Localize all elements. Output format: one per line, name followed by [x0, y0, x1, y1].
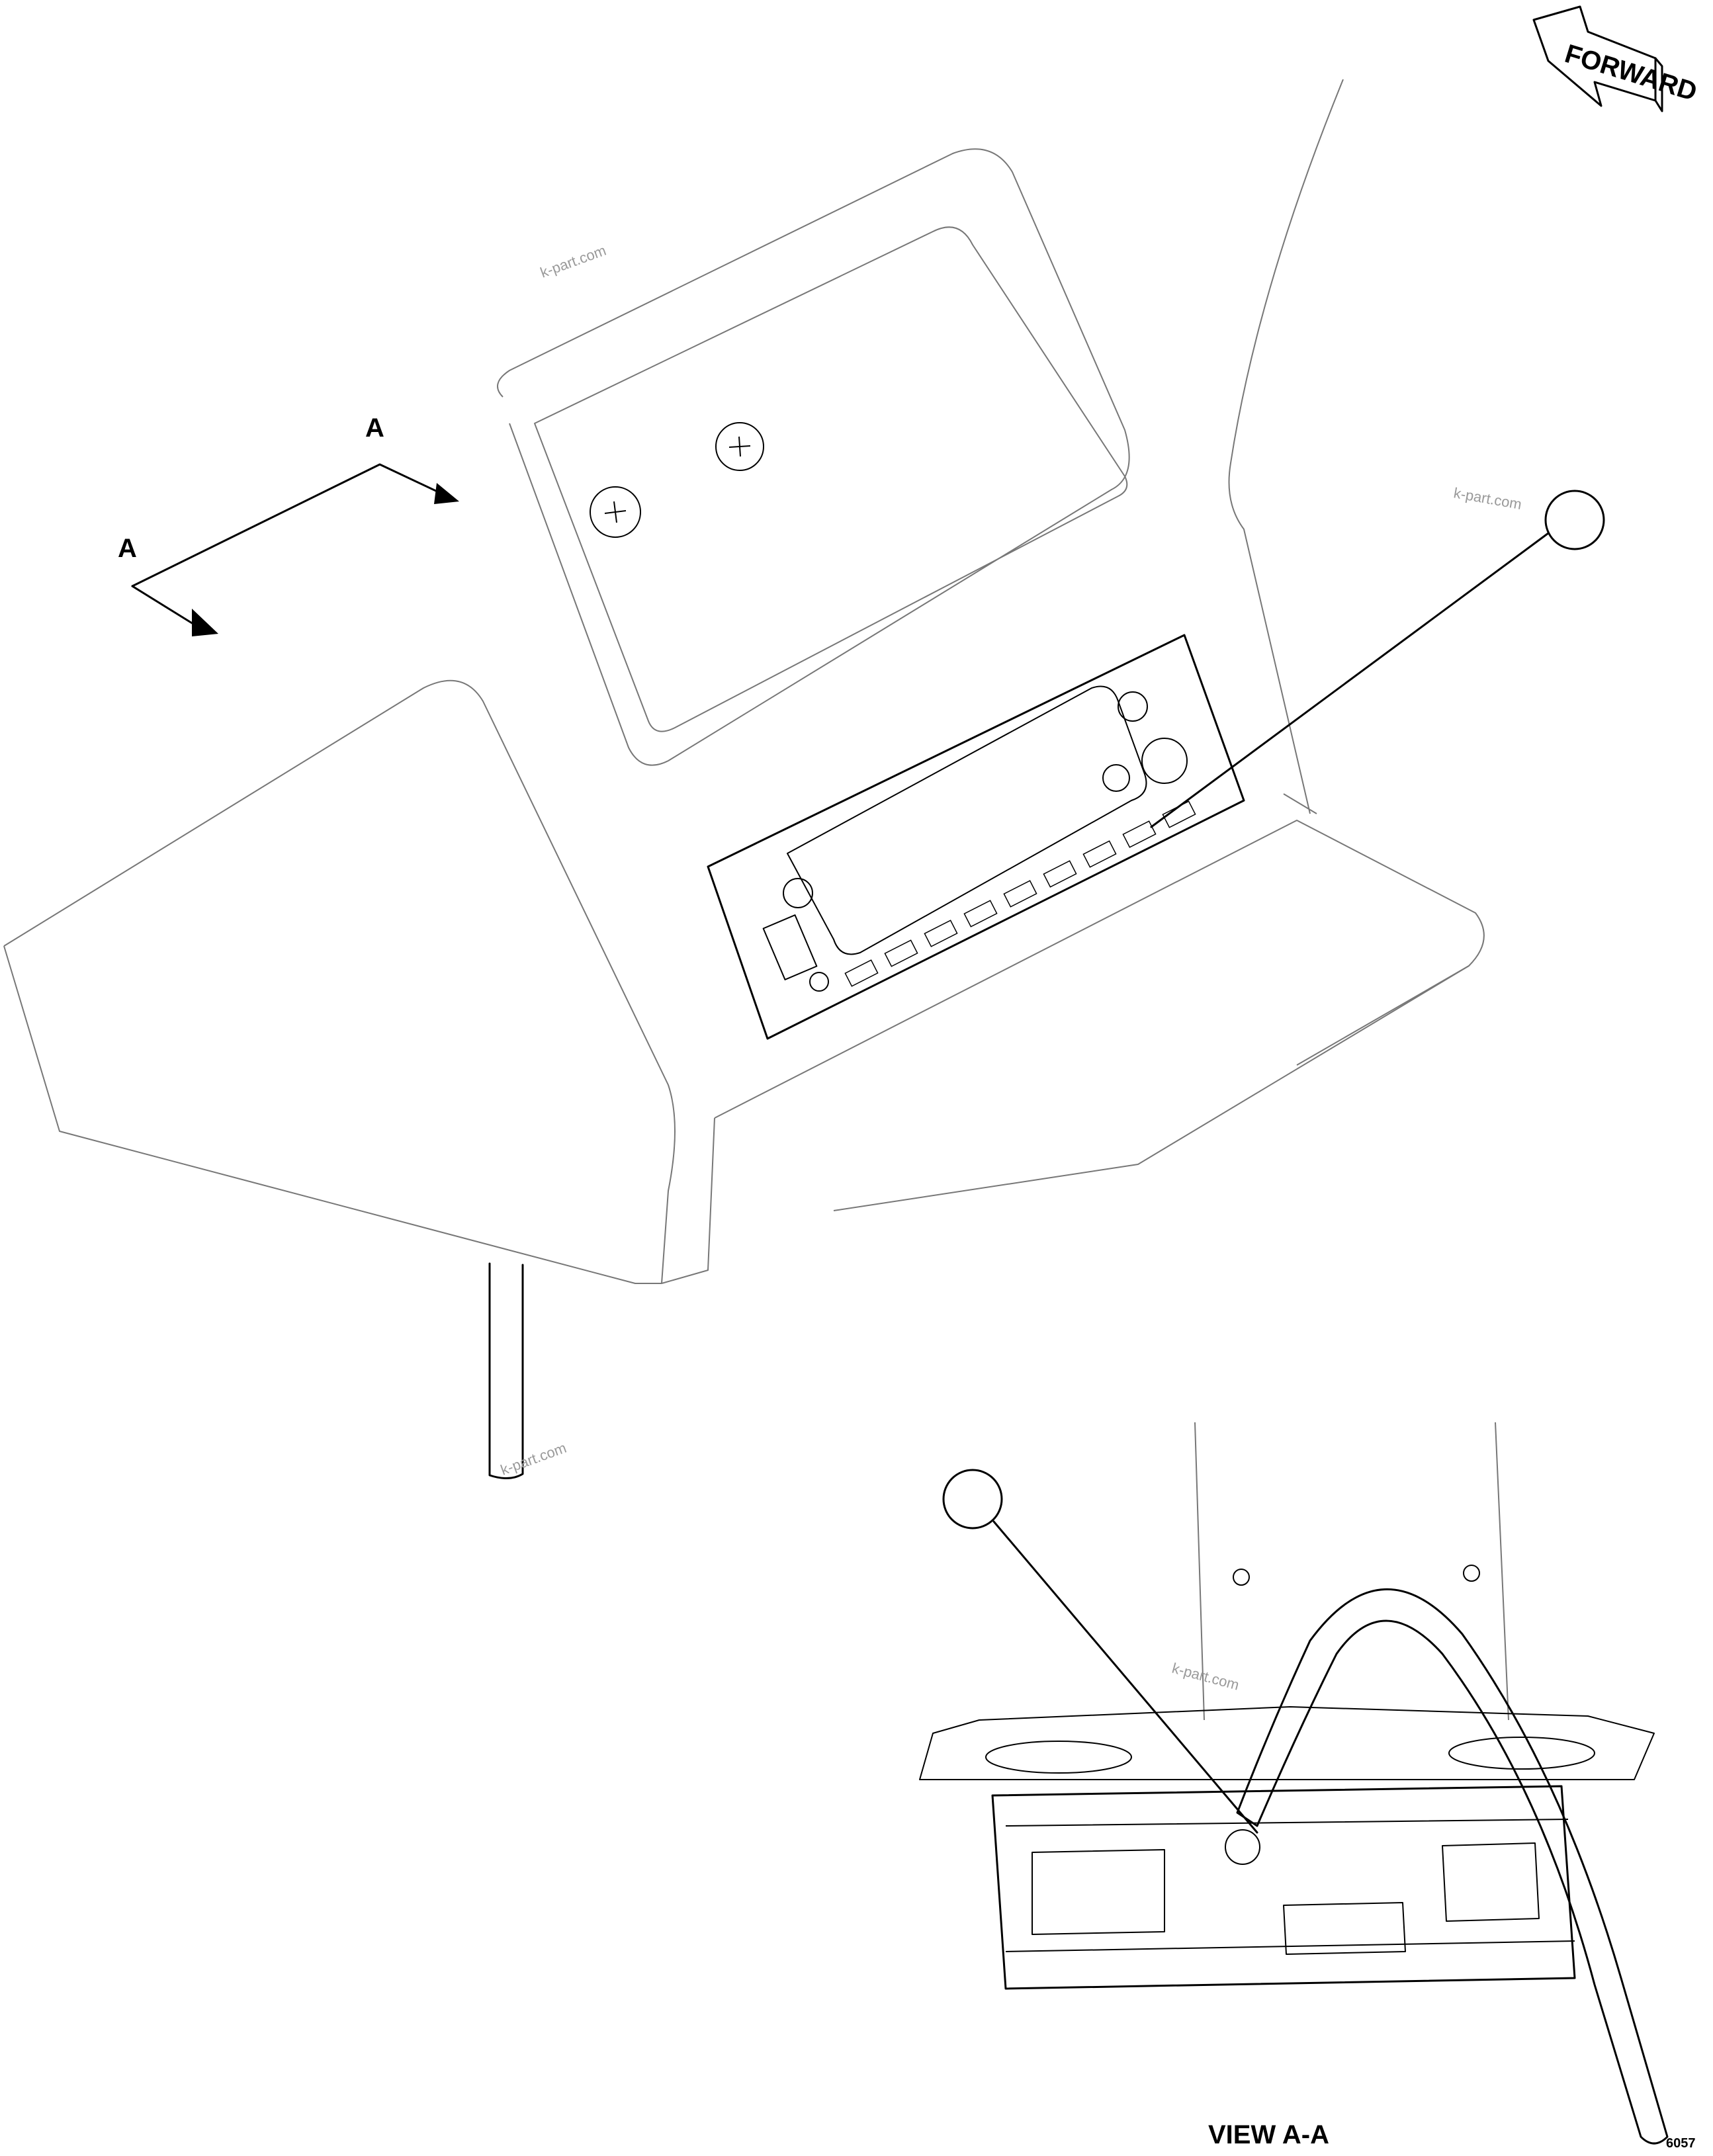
preset-button[interactable]	[1122, 820, 1157, 848]
callout-bubble	[942, 1469, 1003, 1530]
preset-button[interactable]	[1082, 840, 1117, 868]
view-label: VIEW A-A	[1208, 2120, 1329, 2149]
antenna-connector	[1225, 1829, 1260, 1865]
display-button[interactable]	[1102, 764, 1130, 792]
section-marker-right: A	[365, 413, 384, 443]
screw-right	[715, 422, 764, 471]
usb-port[interactable]	[762, 914, 818, 980]
forward-arrow: FORWARD	[1532, 5, 1700, 112]
radio-chassis	[991, 1785, 1576, 1990]
watermark: k-part.com	[538, 242, 608, 281]
callout-bubble	[1544, 490, 1605, 550]
watermark: k-part.com	[1170, 1660, 1241, 1694]
screw-left	[590, 486, 641, 538]
watermark: k-part.com	[1452, 484, 1523, 513]
volume-knob[interactable]	[1141, 738, 1188, 784]
phone-button[interactable]	[783, 878, 813, 908]
radio-head-unit	[707, 634, 1245, 1040]
section-line-a-a: A A	[118, 413, 459, 636]
callout-radio	[1150, 490, 1605, 828]
antenna-cable	[1236, 1588, 1669, 2145]
mounting-bracket	[919, 1706, 1655, 1780]
preset-button[interactable]	[1043, 860, 1077, 888]
section-marker-left: A	[118, 534, 137, 563]
preset-button[interactable]	[963, 900, 998, 927]
upper-console	[497, 79, 1344, 814]
view-a-a-detail	[919, 1422, 1669, 2145]
drawing-number: 6057	[1666, 2136, 1696, 2151]
preset-button[interactable]	[924, 920, 958, 947]
watermark: k-part.com	[498, 1440, 568, 1479]
preset-buttons	[844, 800, 1196, 987]
antenna-rod	[488, 1262, 524, 1479]
power-button[interactable]	[1118, 691, 1148, 722]
aux-jack[interactable]	[809, 972, 829, 992]
callout-antenna-connector	[942, 1469, 1258, 1834]
preset-button[interactable]	[1003, 880, 1037, 908]
lower-console	[3, 679, 1485, 1284]
preset-button[interactable]	[884, 939, 918, 967]
preset-button[interactable]	[844, 959, 879, 987]
